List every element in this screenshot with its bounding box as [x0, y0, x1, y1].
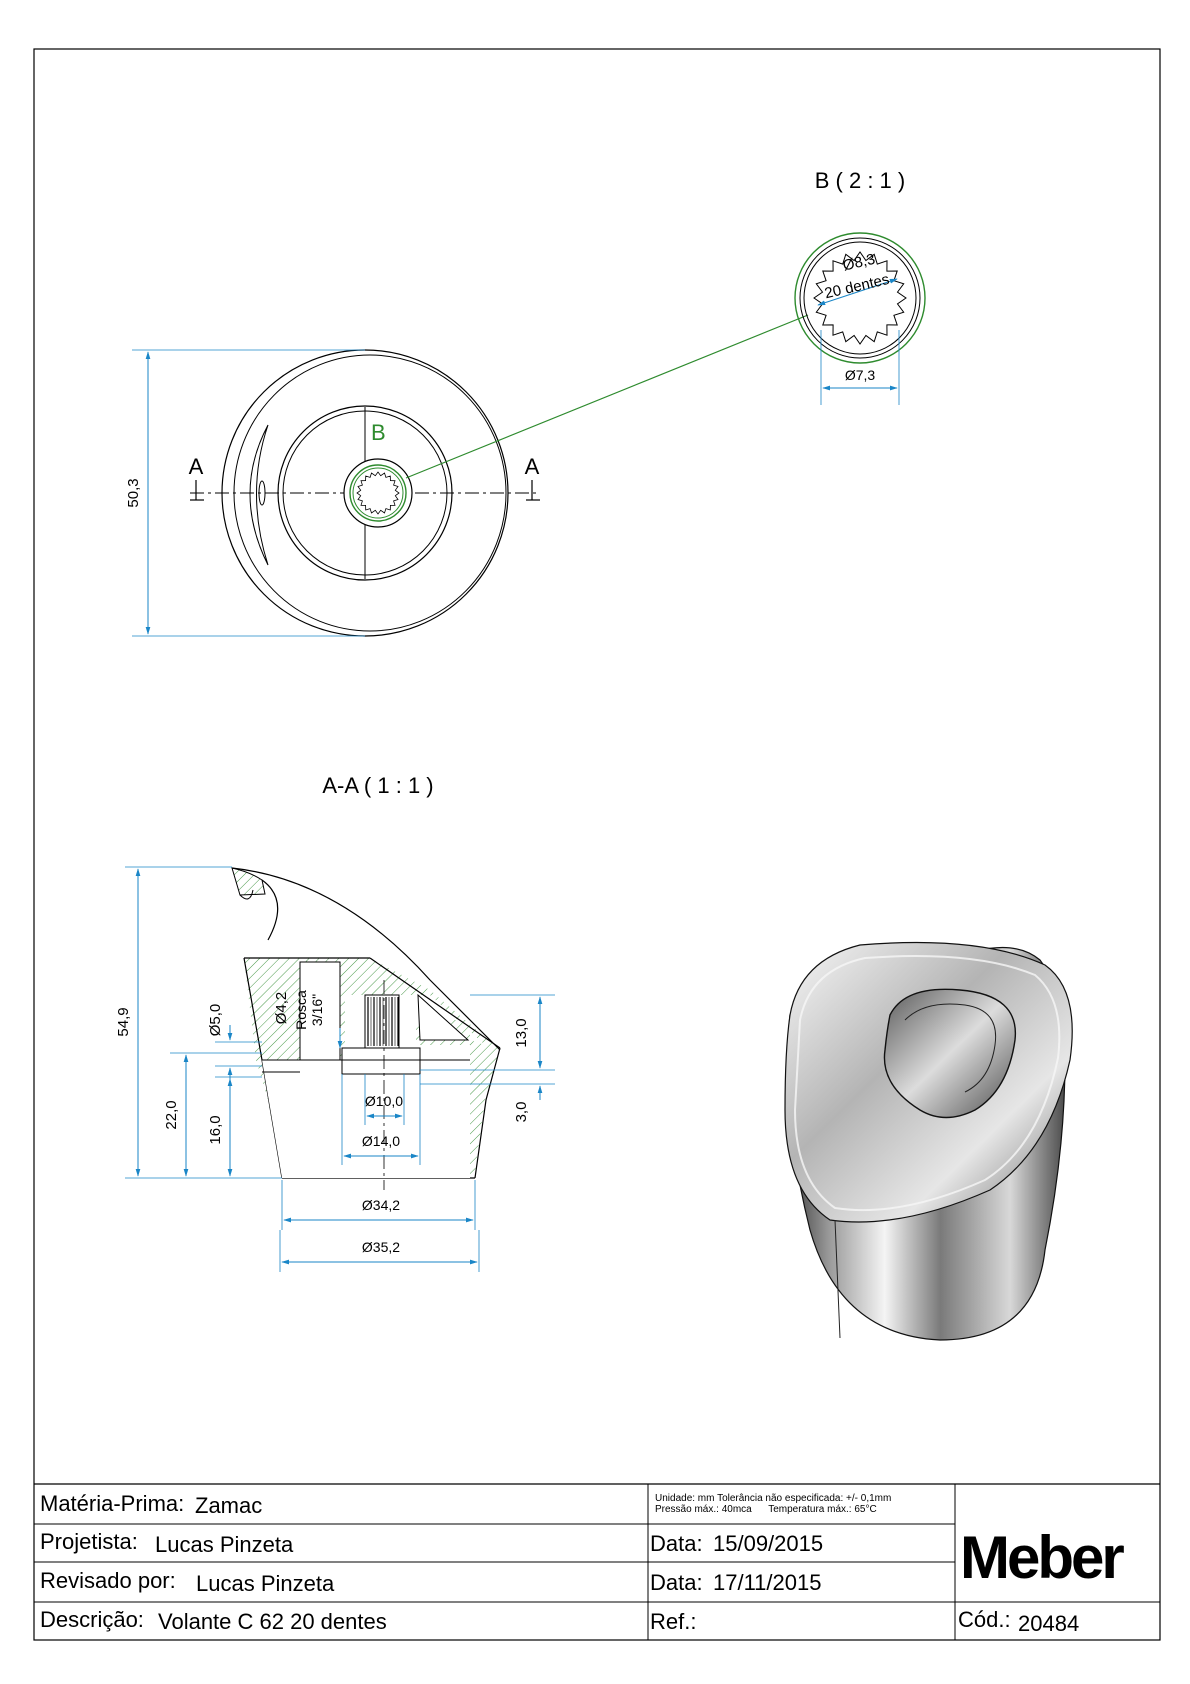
section-slot: [417, 993, 470, 1041]
dim-342-label: Ø34,2: [362, 1197, 400, 1213]
detail-title: B ( 2 : 1 ): [815, 168, 905, 193]
description-label: Descrição:: [40, 1607, 144, 1632]
section-tip-hatch: [231, 867, 266, 896]
date2-value: 17/11/2015: [713, 1570, 822, 1595]
notes-line-2: Pressão máx.: 40mca Temperatura máx.: 65…: [655, 1504, 877, 1515]
date1-label: Data:: [650, 1531, 703, 1556]
code-label: Cód.:: [958, 1607, 1011, 1632]
section-body-right: [474, 1047, 501, 1179]
section-body-slope: [369, 957, 501, 1049]
dim-352-label: Ø35,2: [362, 1239, 400, 1255]
reviewer-value: Lucas Pinzeta: [196, 1571, 335, 1596]
detail-ring-1: [799, 237, 921, 359]
dim-50-label: 50,3: [125, 478, 142, 507]
designer-label: Projetista:: [40, 1529, 138, 1554]
iso-hole-inner: [904, 1003, 997, 1093]
section-mark-left: A: [189, 454, 204, 479]
section-title: A-A ( 1 : 1 ): [322, 773, 433, 798]
code-value: 20484: [1018, 1611, 1080, 1636]
title-block-grid: [34, 1483, 1160, 1640]
top-view: A A B 50,3: [125, 314, 809, 637]
detail-ring-2: [803, 241, 917, 355]
iso-render: [784, 941, 1073, 1341]
top-hub-green: [349, 464, 407, 522]
material-value: Zamac: [195, 1493, 263, 1518]
iso-edge-line: [834, 1219, 841, 1339]
dim-14-label: Ø14,0: [362, 1133, 400, 1149]
detail-view: B ( 2 : 1 ) Ø8,3 20 dentes Ø7,3: [794, 168, 926, 405]
section-inner-curve-2: [239, 889, 254, 900]
iso-rim-highlight: [793, 955, 1061, 1212]
top-side-groove: [249, 424, 269, 566]
ref-label: Ref.:: [650, 1609, 697, 1634]
detail-dia83-line: [817, 278, 898, 306]
description-value: Volante C 62 20 dentes: [158, 1609, 387, 1634]
dim-22-label: 22,0: [163, 1100, 180, 1129]
dim-16-label: 16,0: [207, 1115, 224, 1144]
dim-3-label: 3,0: [513, 1102, 530, 1123]
thread-size: 3/16": [309, 994, 325, 1026]
dim-5-label: Ø5,0: [207, 1004, 224, 1037]
section-spline-lines: [367, 997, 399, 1046]
section-spline-rect: [364, 994, 400, 1049]
sheet-border: [33, 48, 1161, 1641]
company-logo: Meber: [960, 1524, 1125, 1591]
detail-dia83-label: Ø8,3: [841, 251, 877, 275]
dim-549-label: 54,9: [115, 1007, 132, 1036]
designer-value: Lucas Pinzeta: [155, 1532, 294, 1557]
thread-label: Rosca: [293, 990, 309, 1030]
top-spline: [356, 471, 400, 515]
reviewer-label: Revisado por:: [40, 1568, 176, 1593]
section-inner-curve: [261, 879, 279, 941]
dim-10-label: Ø10,0: [365, 1093, 403, 1109]
dim-42-label: Ø4,2: [273, 992, 290, 1025]
iso-hole: [883, 988, 1017, 1119]
top-hub-green-inner: [352, 467, 404, 519]
material-label: Matéria-Prima:: [40, 1491, 185, 1516]
detail-outer-green: [794, 232, 926, 364]
detail-leader: [405, 314, 809, 479]
dim-13-label: 13,0: [513, 1018, 530, 1047]
date1-value: 15/09/2015: [713, 1531, 824, 1556]
date2-label: Data:: [650, 1570, 703, 1595]
section-top-curve: [231, 867, 501, 1051]
section-hub-pocket: [341, 1047, 421, 1075]
section-cavity-main: [262, 1060, 470, 1178]
section-mark-right: A: [525, 454, 540, 479]
notes-line-1: Unidade: mm Tolerância não especificada:…: [655, 1493, 892, 1504]
detail-mark: B: [371, 420, 386, 445]
detail-dia73-label: Ø7,3: [845, 367, 876, 383]
section-view: A-A ( 1 : 1 ) 54,9 22,0: [115, 773, 555, 1272]
